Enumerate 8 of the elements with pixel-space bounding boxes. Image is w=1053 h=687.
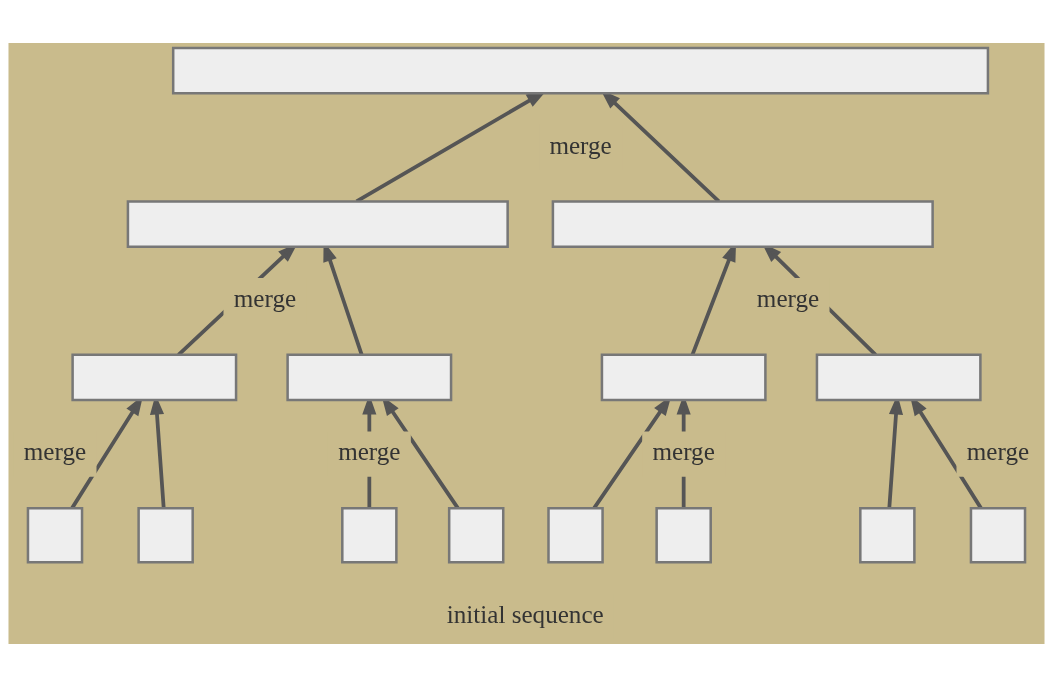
label: initial sequence [446,600,604,628]
label: merge [233,285,297,313]
label: merge [966,438,1030,466]
label: merge [338,438,401,466]
label: merge [756,285,820,313]
label: merge [549,131,612,159]
label: merge [23,438,87,466]
label: merge [652,438,715,466]
